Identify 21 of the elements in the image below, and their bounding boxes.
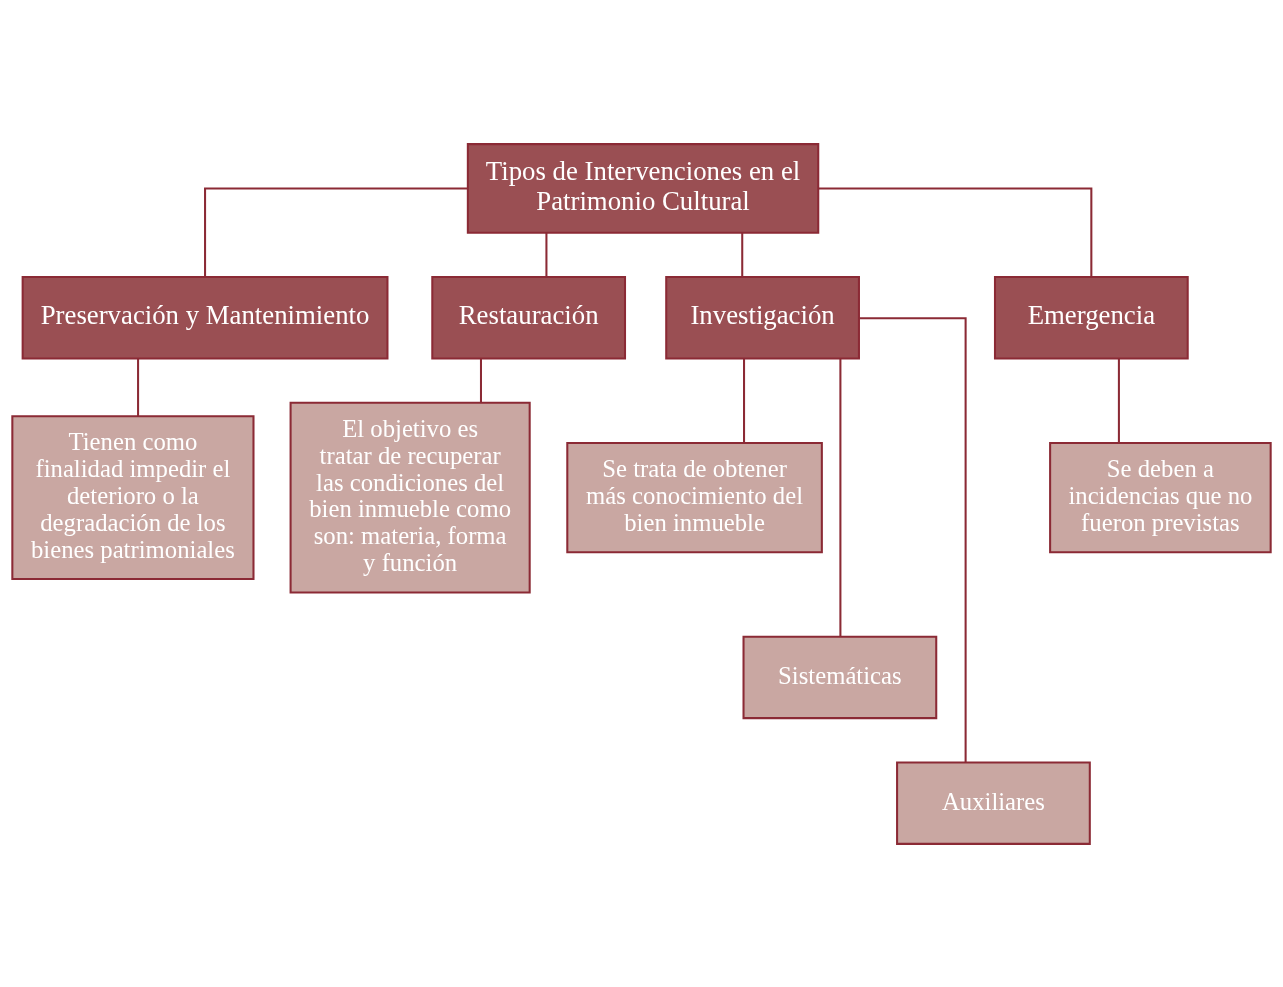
node-box: Emergencia [993, 275, 1189, 359]
connector [839, 358, 842, 637]
node-box: Sistemáticas [742, 635, 938, 719]
connector [818, 186, 1093, 277]
node-box: Tipos de Intervenciones en el Patrimonio Cultural [466, 142, 820, 234]
connector [137, 358, 140, 416]
connector [545, 232, 548, 277]
connector [479, 358, 482, 403]
node-box: Se trata de obtener más conocimiento del bien inmueble [566, 441, 823, 553]
connector [204, 186, 468, 277]
connector [859, 316, 967, 762]
connector [1117, 358, 1120, 443]
node-box: Auxiliares [896, 760, 1091, 845]
connector [741, 232, 744, 277]
node-box: Se deben a incidencias que no fueron previstas [1049, 441, 1272, 553]
node-box: El objetivo es tratar de recuperar las condiciones del bien inmueble como son: materia, forma y función [289, 401, 531, 593]
connector [743, 358, 746, 443]
node-box: Preservación y Mantenimiento [21, 275, 389, 359]
node-box: Investigación [665, 275, 860, 359]
node-box: Tienen como finalidad impedir el deterioro o la degradación de los bienes patrimoniales [11, 414, 255, 580]
node-box: Restauración [431, 275, 627, 359]
